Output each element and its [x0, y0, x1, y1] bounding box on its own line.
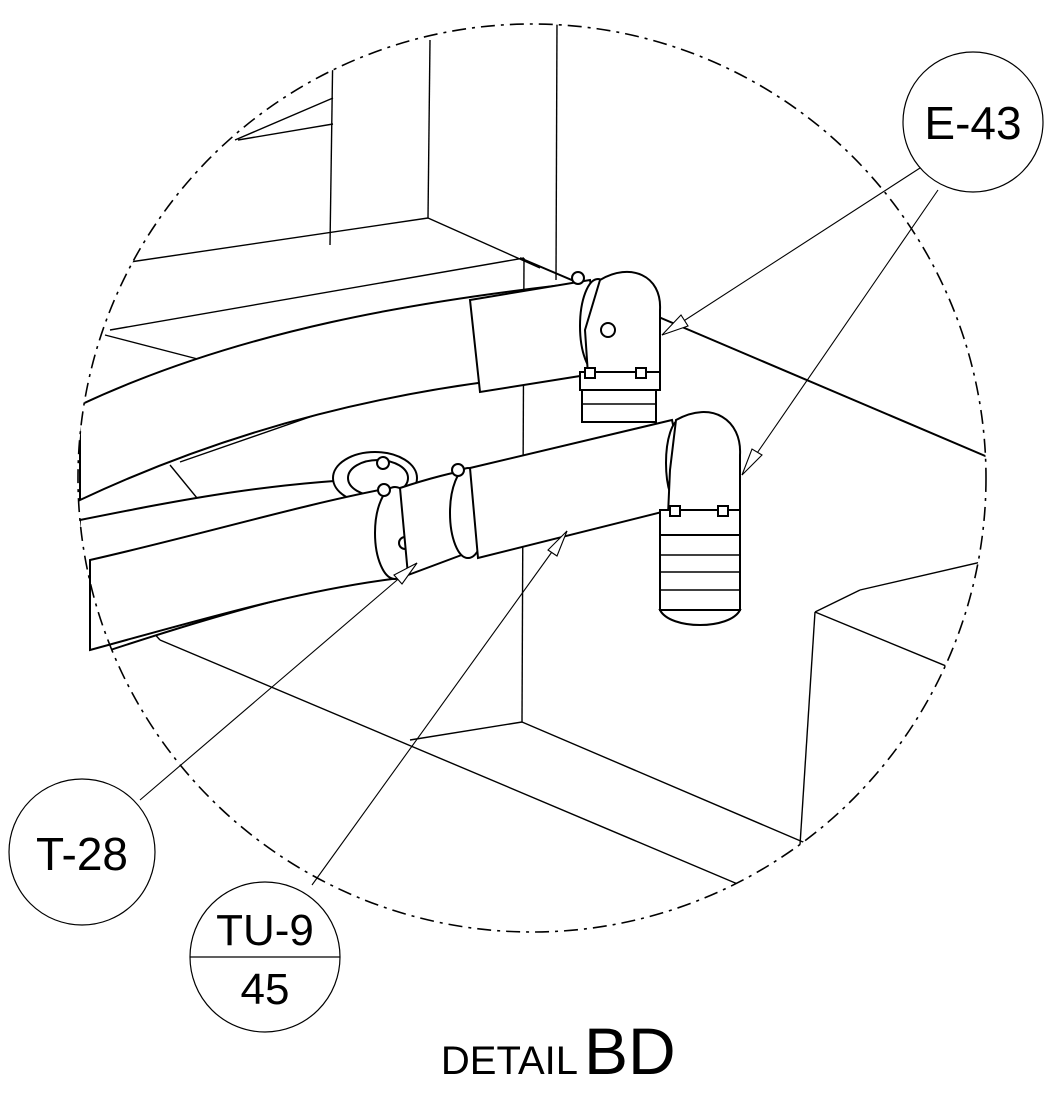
- detail-title: DETAIL BD: [441, 1014, 676, 1088]
- detail-boundary: [77, 23, 987, 933]
- callout-tube: TU-9 45: [189, 881, 341, 1033]
- upper-pipe-assembly: [468, 271, 662, 423]
- callout-tube-bottom: 45: [241, 965, 290, 1014]
- callout-elbow-label: E-43: [924, 97, 1021, 149]
- structure-lines: [78, 24, 986, 886]
- callout-tee: T-28: [8, 778, 156, 926]
- callout-tube-top: TU-9: [216, 906, 314, 955]
- detail-title-prefix: DETAIL: [441, 1039, 578, 1083]
- callout-tee-label: T-28: [36, 828, 128, 880]
- detail-title-id: BD: [584, 1014, 676, 1088]
- leader-lines: [139, 167, 939, 886]
- callout-elbow: E-43: [902, 51, 1044, 193]
- lower-pipe-assembly: [89, 411, 742, 652]
